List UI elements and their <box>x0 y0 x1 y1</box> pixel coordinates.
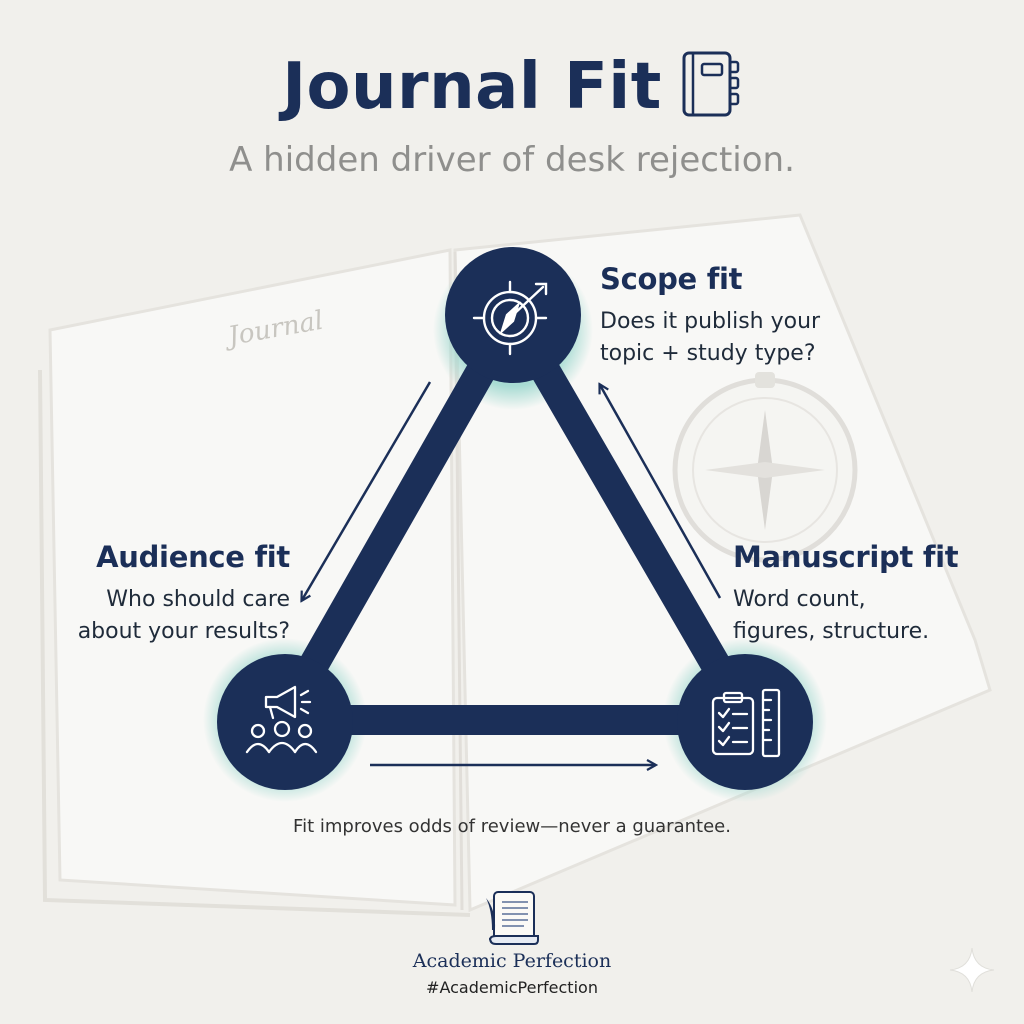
arrow-scope-to-audience <box>302 381 432 600</box>
scope-fit-label: Scope fit Does it publish your topic + s… <box>600 262 820 370</box>
scope-fit-title: Scope fit <box>600 262 743 296</box>
manuscript-fit-title: Manuscript fit <box>733 540 959 574</box>
journal-icon <box>680 50 742 124</box>
brand-name: Academic Perfection <box>412 950 612 972</box>
scroll-quill-icon <box>480 884 544 952</box>
manuscript-fit-description: Word count, figures, structure. <box>733 587 930 644</box>
footnote: Fit improves odds of review—never a guar… <box>293 816 731 837</box>
triangle-edges <box>270 300 760 735</box>
audience-fit-label: Audience fit Who should care about your … <box>52 540 291 648</box>
compass-illustration <box>672 372 858 563</box>
page-subtitle: A hidden driver of desk rejection. <box>229 140 795 180</box>
manuscript-fit-label: Manuscript fit Word count, figures, stru… <box>733 540 959 648</box>
page-title: Journal Fit <box>282 50 662 124</box>
megaphone-people-icon <box>245 685 318 754</box>
arrow-manuscript-to-scope <box>600 385 722 599</box>
target-compass-icon <box>472 280 548 356</box>
title-row: Journal Fit <box>0 50 1024 124</box>
manuscript-node <box>677 654 813 790</box>
audience-fit-description: Who should care about your results? <box>77 587 290 644</box>
checklist-ruler-icon <box>711 688 781 758</box>
brand-hashtag: #AcademicPerfection <box>426 978 598 997</box>
audience-fit-title: Audience fit <box>96 540 290 574</box>
sparkle-icon <box>949 947 995 993</box>
scope-fit-description: Does it publish your topic + study type? <box>600 309 821 366</box>
